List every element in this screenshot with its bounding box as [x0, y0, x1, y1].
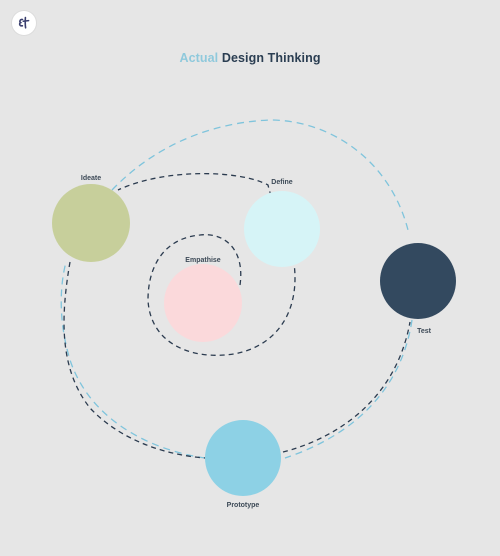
spiral-dark-path [63, 172, 411, 459]
title-accent: Actual [179, 51, 219, 65]
node-empathise-label: Empathise [185, 257, 221, 264]
node-empathise-circle [164, 264, 242, 342]
node-test-circle [380, 243, 456, 319]
page-title: Actual Design Thinking [0, 51, 500, 65]
node-ideate-label: Ideate [81, 175, 101, 182]
node-prototype-circle [205, 420, 281, 496]
brand-logo [12, 11, 36, 35]
node-define-circle [244, 191, 320, 267]
node-test-label: Test [417, 328, 432, 335]
node-ideate-circle [52, 184, 130, 262]
node-define-label: Define [271, 179, 293, 186]
outer-light-path [60, 119, 413, 459]
title-main: Design Thinking [221, 51, 321, 65]
et-logo-icon [18, 16, 30, 29]
node-prototype-label: Prototype [227, 502, 260, 509]
